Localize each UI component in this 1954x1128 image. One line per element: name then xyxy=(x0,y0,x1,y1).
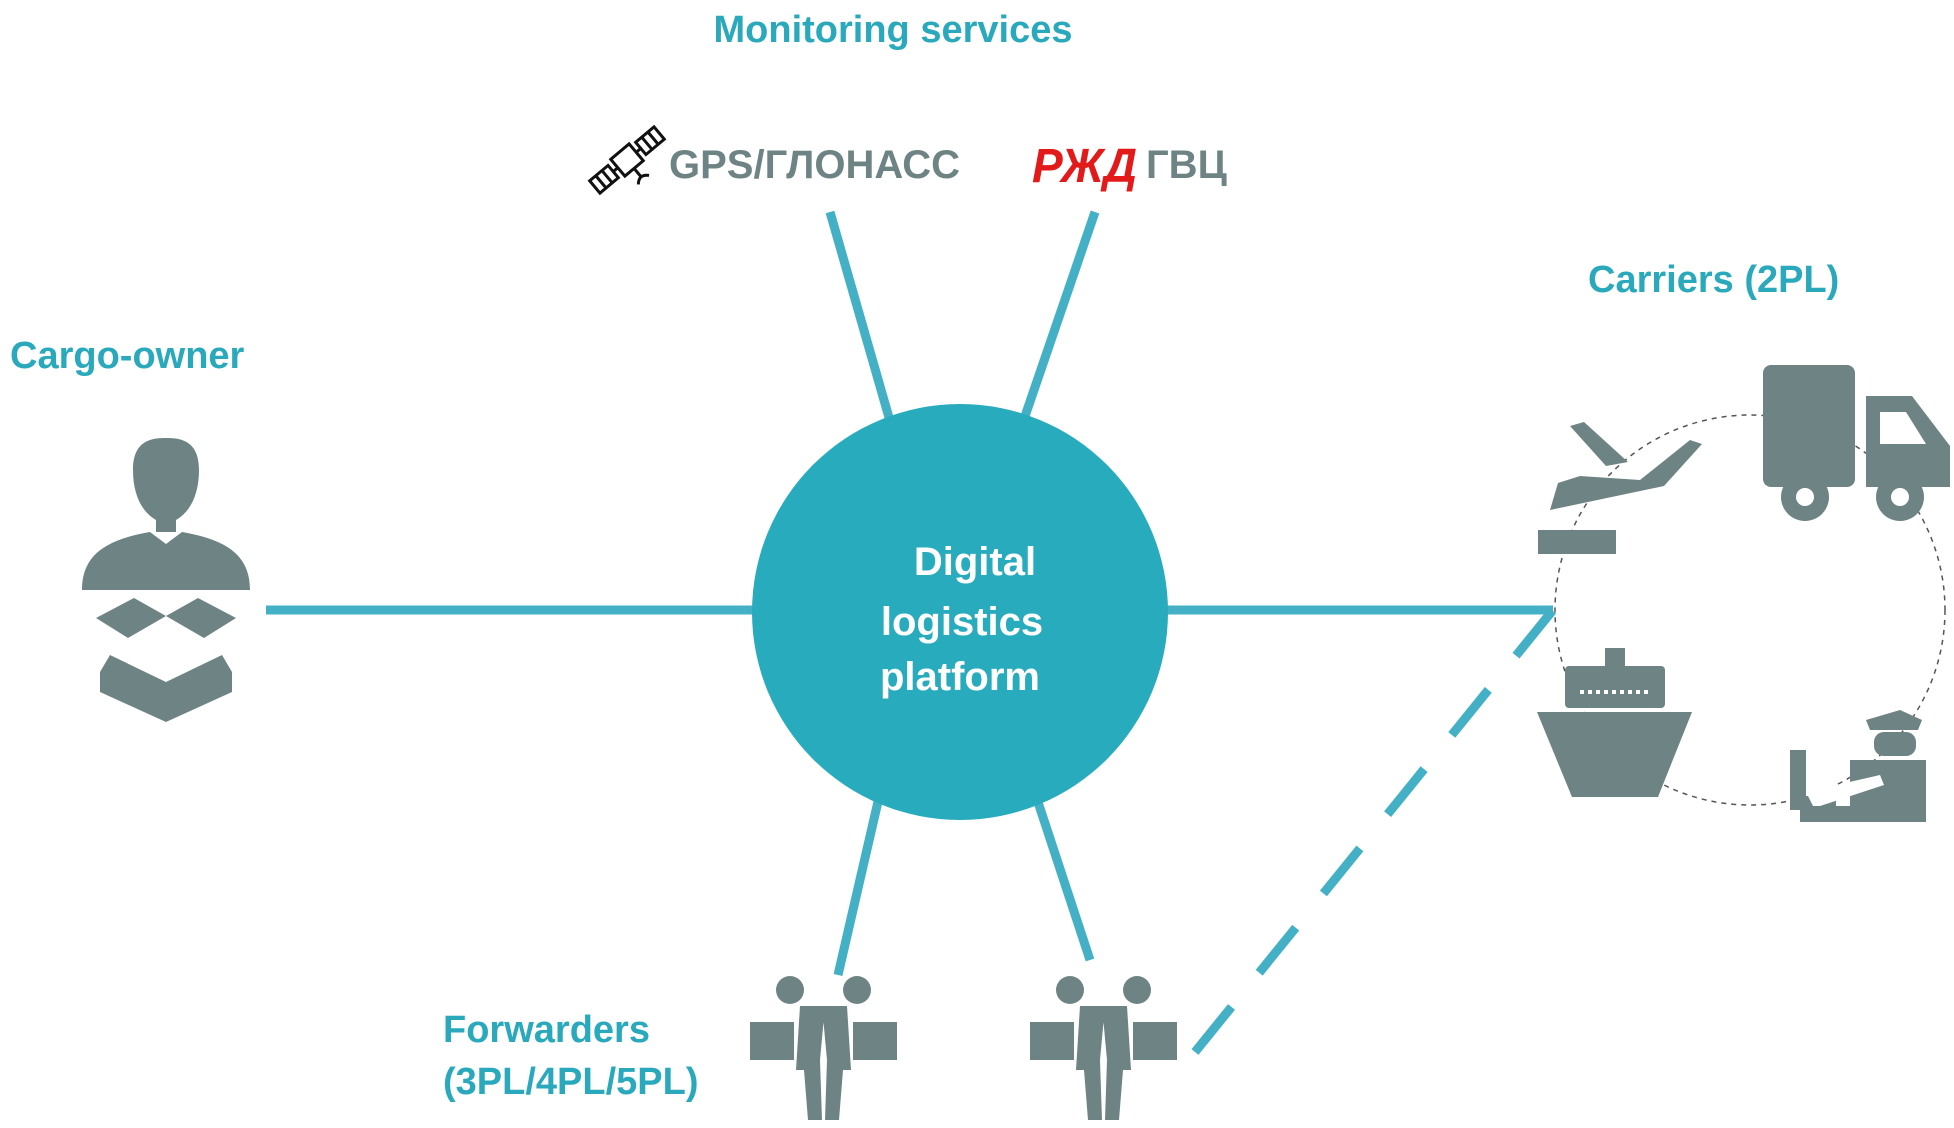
porters-icon xyxy=(750,976,897,1120)
connector-rzd xyxy=(1017,210,1100,427)
platform-label-line1: Digital xyxy=(914,540,1036,584)
platform-circle xyxy=(752,404,1168,820)
digital-platform: Digital logistics platform xyxy=(752,404,1168,820)
connector-forwarders-carriers-dashed xyxy=(1191,607,1557,1055)
satellite-icon xyxy=(587,124,667,196)
gvc-label: ГВЦ xyxy=(1146,143,1227,187)
connectors xyxy=(266,210,1557,1055)
porters-icon xyxy=(1030,976,1177,1120)
ship-icon xyxy=(1537,648,1692,797)
person-with-box-icon xyxy=(82,438,250,722)
rzd-logo-text: РЖД xyxy=(1032,140,1137,193)
airplane-icon xyxy=(1538,422,1702,554)
gps-label: GPS/ГЛОНАСС xyxy=(669,143,960,187)
customs-officer-icon xyxy=(1790,710,1926,822)
connector-gps xyxy=(825,210,897,430)
forwarders-label-line1: Forwarders xyxy=(443,1009,650,1051)
connector-forwarders-left xyxy=(833,791,885,977)
cargo-owner-label: Cargo-owner xyxy=(10,335,245,377)
carriers-dashed-circle xyxy=(1554,414,1946,806)
forwarders-label-line2: (3PL/4PL/5PL) xyxy=(443,1061,699,1103)
truck-icon xyxy=(1763,365,1950,521)
rzd-logo: РЖД xyxy=(1032,140,1137,193)
connector-forwarders-right xyxy=(1030,791,1095,962)
platform-label-line2: logistics xyxy=(881,600,1043,644)
platform-label-line3: platform xyxy=(880,655,1040,699)
monitoring-services-title: Monitoring services xyxy=(714,9,1073,51)
carriers-label: Carriers (2PL) xyxy=(1588,259,1839,301)
